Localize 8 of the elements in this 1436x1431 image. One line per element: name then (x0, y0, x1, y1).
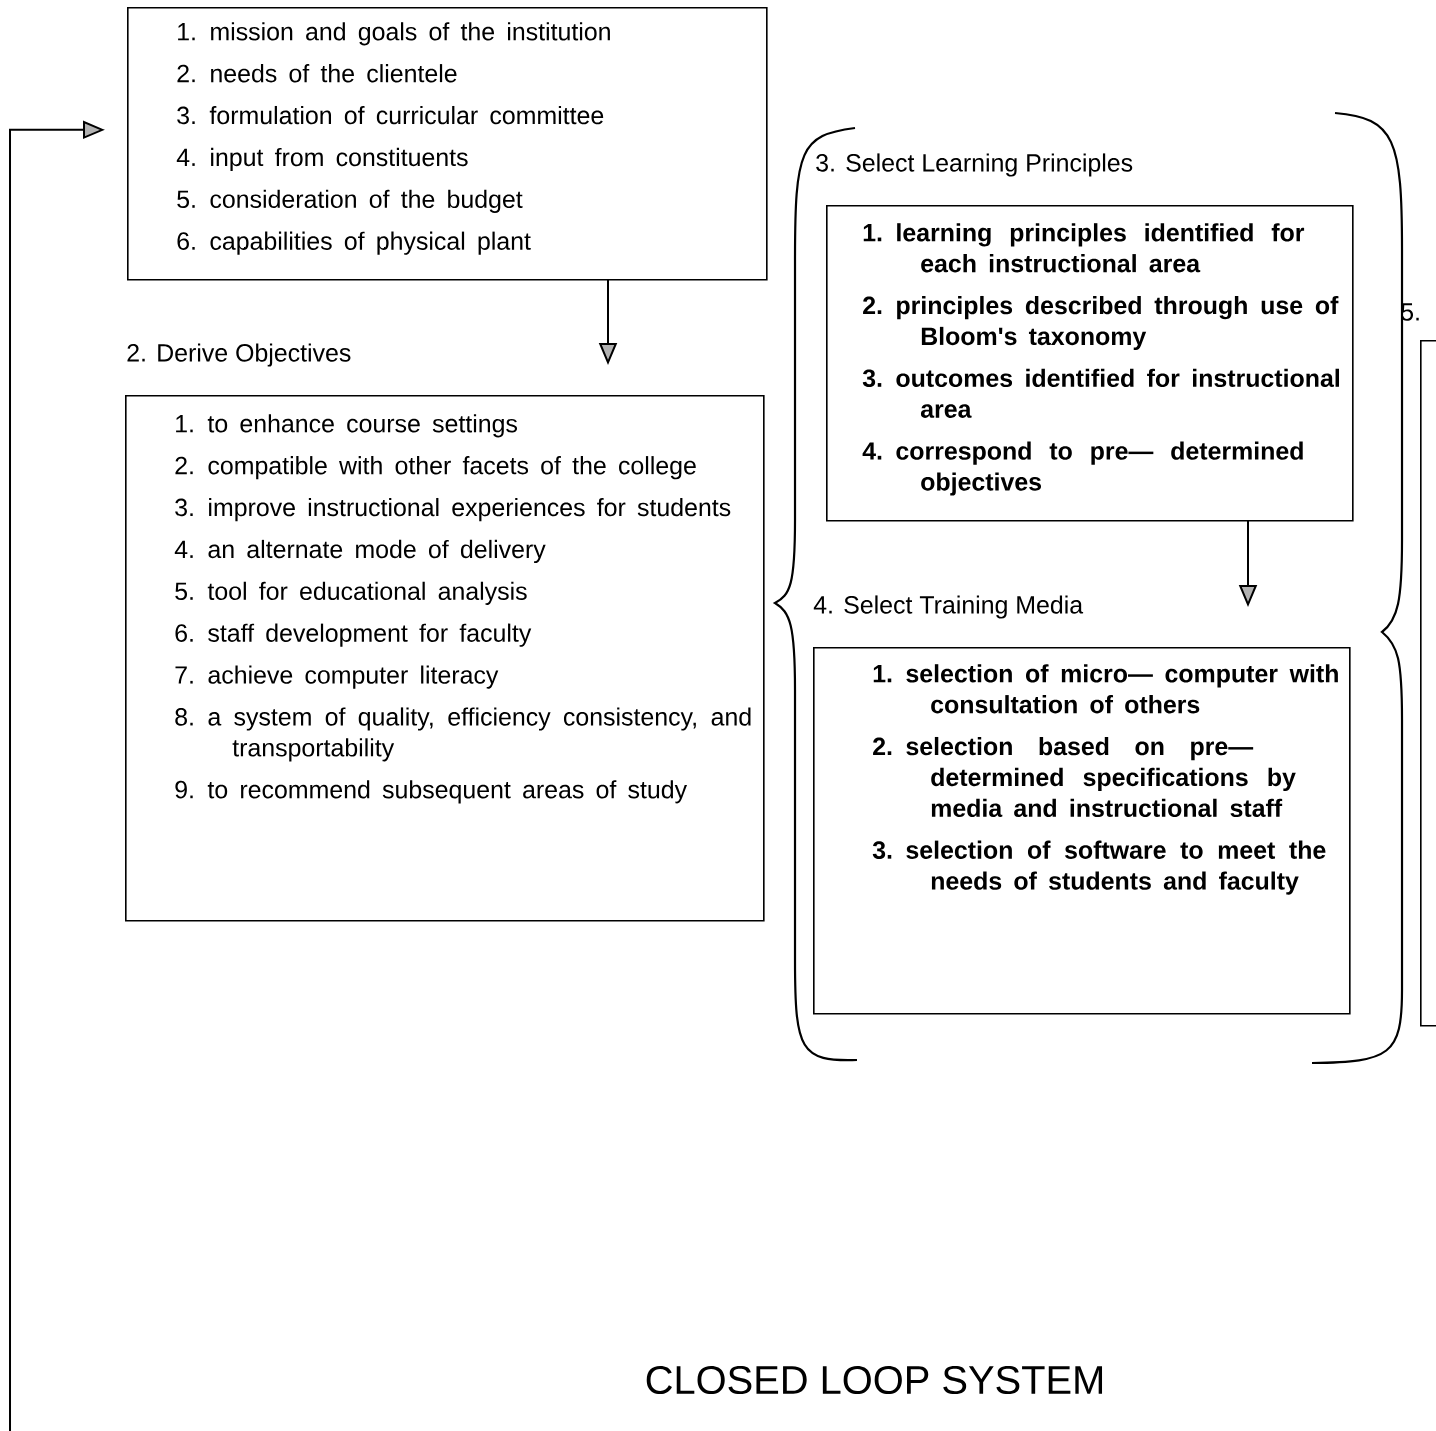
caption-text: CLOSED LOOP SYSTEM (646, 1365, 1102, 1395)
node-label: 2. Derive Objectives (127, 343, 351, 367)
list-box: 1. mission and goals of the institution 2. needs of the clientele 3. formulation of curricular committee 4. input from constituents 5. consideration of the budget 6. capabilities of physical plant (127, 7, 768, 281)
node-label: 3. Select Learning Principles (816, 153, 1133, 177)
list-box: 4. Select Training Media 1. selection of micro— computer with consultation of others 2. selection based on pre— determined specifications by media and instructional staff 3. selection of software to meet the needs of students and faculty (813, 595, 1351, 1015)
list-box: 2. Derive Objectives 1. to enhance course settings 2. compatible with other facets of the college 3. improve instructional experiences for students 4. an alternate mode of delivery 5. tool for educational analysis 6. staff development for faculty 7. achieve computer literacy 8. a system of quality, efficiency consistency, and transportability 9. to recommend subsequent areas of study (125, 343, 765, 922)
node-label: 4. Select Training Media (813, 595, 1084, 619)
list-box: 3. Select Learning Principles 1. learning principles identified for each instructional area 2. principles described through use of Bloom's taxonomy 3. outcomes identified for instructional area 4. correspond to pre— determined objectives (816, 153, 1354, 522)
